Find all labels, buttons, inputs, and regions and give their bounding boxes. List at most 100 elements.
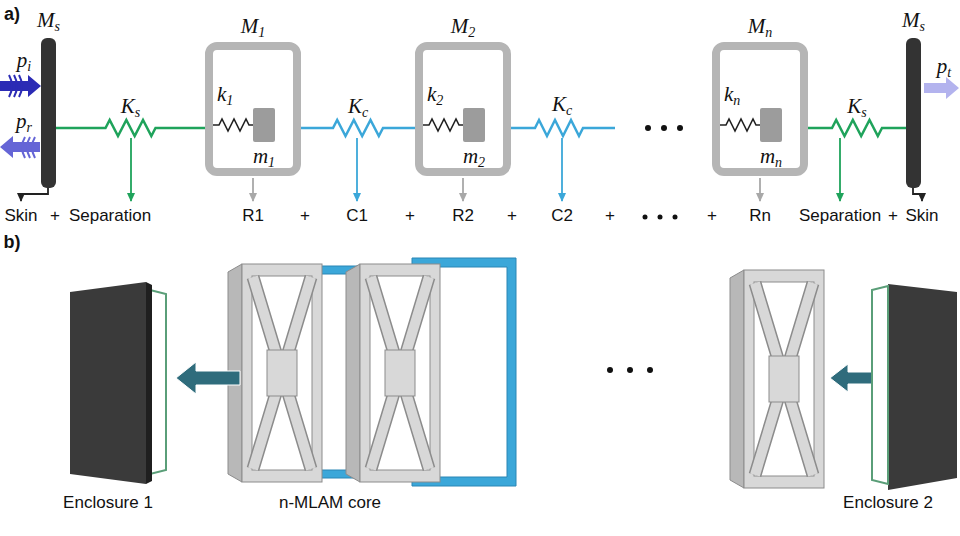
element-name: R1 <box>242 206 264 226</box>
x-beam <box>253 277 311 469</box>
spring-label: Kc <box>552 92 572 116</box>
element-name: R2 <box>452 206 474 226</box>
inner-spring <box>423 119 463 131</box>
skin-plate: Ms <box>906 38 921 188</box>
mass-label: M2 <box>451 14 476 38</box>
separation-frame <box>872 286 888 484</box>
spring-label: Ks <box>847 94 866 118</box>
resonator-box: Mnknmn <box>712 42 808 176</box>
separation-arrow <box>130 138 132 201</box>
coupling-spring <box>510 120 615 136</box>
panel-letter: b) <box>4 232 21 253</box>
ellipsis-dot <box>673 215 678 220</box>
layer-name: Separation <box>69 206 151 226</box>
plus-sign: + <box>405 206 415 226</box>
mass-label: Ms <box>37 8 60 32</box>
spring-label: kn <box>724 82 740 106</box>
inner-mass <box>253 108 275 142</box>
ellipsis-dot <box>677 125 683 131</box>
part-name: n-MLAM core <box>279 493 381 513</box>
element-name: Rn <box>749 206 771 226</box>
inner-spring <box>720 119 760 131</box>
ellipsis-dot <box>647 367 653 373</box>
assembly-arrow <box>176 362 240 394</box>
plus-sign: + <box>888 206 898 226</box>
wave-arcs <box>9 75 22 97</box>
spring-connector <box>301 120 415 136</box>
skin-arrow <box>913 188 922 201</box>
ellipsis-dot <box>661 125 667 131</box>
skin-panel <box>70 282 146 484</box>
ellipsis-dot <box>627 367 633 373</box>
spring-label: Ks <box>121 94 140 118</box>
wave-arcs <box>22 137 35 158</box>
resonator-arrow <box>759 178 761 201</box>
layer-name: Skin <box>4 206 37 226</box>
plus-sign: + <box>50 206 60 226</box>
resonator-frame-front <box>242 264 322 482</box>
mass-label: Ms <box>902 8 925 32</box>
mass-label: mn <box>760 144 782 168</box>
resonator-box: M1k1m1 <box>205 42 301 176</box>
resonator-frame-front <box>744 270 824 488</box>
inner-spring <box>213 119 253 131</box>
element-name: C1 <box>346 206 368 226</box>
frame-mass <box>769 356 799 402</box>
element-name: C2 <box>551 206 573 226</box>
spring-label: Kc <box>348 94 368 118</box>
ellipsis-dot <box>658 215 663 220</box>
part-name: Enclosure 1 <box>63 493 153 513</box>
ellipsis-dot <box>645 125 651 131</box>
x-beam <box>755 283 813 475</box>
mass-label: m2 <box>463 144 485 168</box>
plus-sign: + <box>707 206 717 226</box>
resonator-frame-front <box>360 264 440 482</box>
frame-window <box>370 276 430 470</box>
frame-mass <box>267 350 297 396</box>
frame-window <box>754 282 814 476</box>
spring-label: k1 <box>217 82 233 106</box>
incident-arrow <box>0 75 41 97</box>
x-beam-outline <box>755 283 813 475</box>
coupling-arrow <box>561 138 563 201</box>
layer-name: Skin <box>905 206 938 226</box>
reflected-arrow <box>0 136 40 158</box>
skin-arrow <box>21 188 48 201</box>
inner-mass <box>463 108 485 142</box>
skin-panel-edge <box>146 282 152 484</box>
frame-side <box>346 264 360 482</box>
wave-label: pi <box>17 48 31 72</box>
assembly-arrow <box>830 364 876 392</box>
skin-plate: Ms <box>41 38 56 188</box>
skin-panel <box>888 284 957 490</box>
plus-sign: + <box>507 206 517 226</box>
separation-arrow <box>839 138 841 201</box>
x-beam-outline <box>253 277 311 469</box>
layer-name: Separation <box>799 206 881 226</box>
x-beam-outline <box>371 277 429 469</box>
part-name: Enclosure 2 <box>843 493 933 513</box>
resonator-arrow <box>462 178 464 201</box>
ellipsis-dot <box>607 367 613 373</box>
frame-mass <box>385 350 415 396</box>
x-beam <box>371 277 429 469</box>
wave-label: pr <box>16 109 32 133</box>
ellipsis-dot <box>643 215 648 220</box>
resonator-box: M2k2m2 <box>415 42 511 176</box>
wave-label: pt <box>937 54 951 78</box>
mass-label: Mn <box>748 14 773 38</box>
panel-letter: a) <box>4 4 20 25</box>
transmitted-arrow <box>924 77 959 99</box>
frame-side <box>730 270 744 488</box>
plus-sign: + <box>300 206 310 226</box>
mass-label: m1 <box>253 144 275 168</box>
resonator-arrow <box>252 178 254 201</box>
coupling-arrow <box>356 138 358 201</box>
mass-label: M1 <box>241 14 266 38</box>
frame-window <box>252 276 312 470</box>
separation-frame <box>150 290 166 474</box>
spring-connector <box>56 120 205 136</box>
